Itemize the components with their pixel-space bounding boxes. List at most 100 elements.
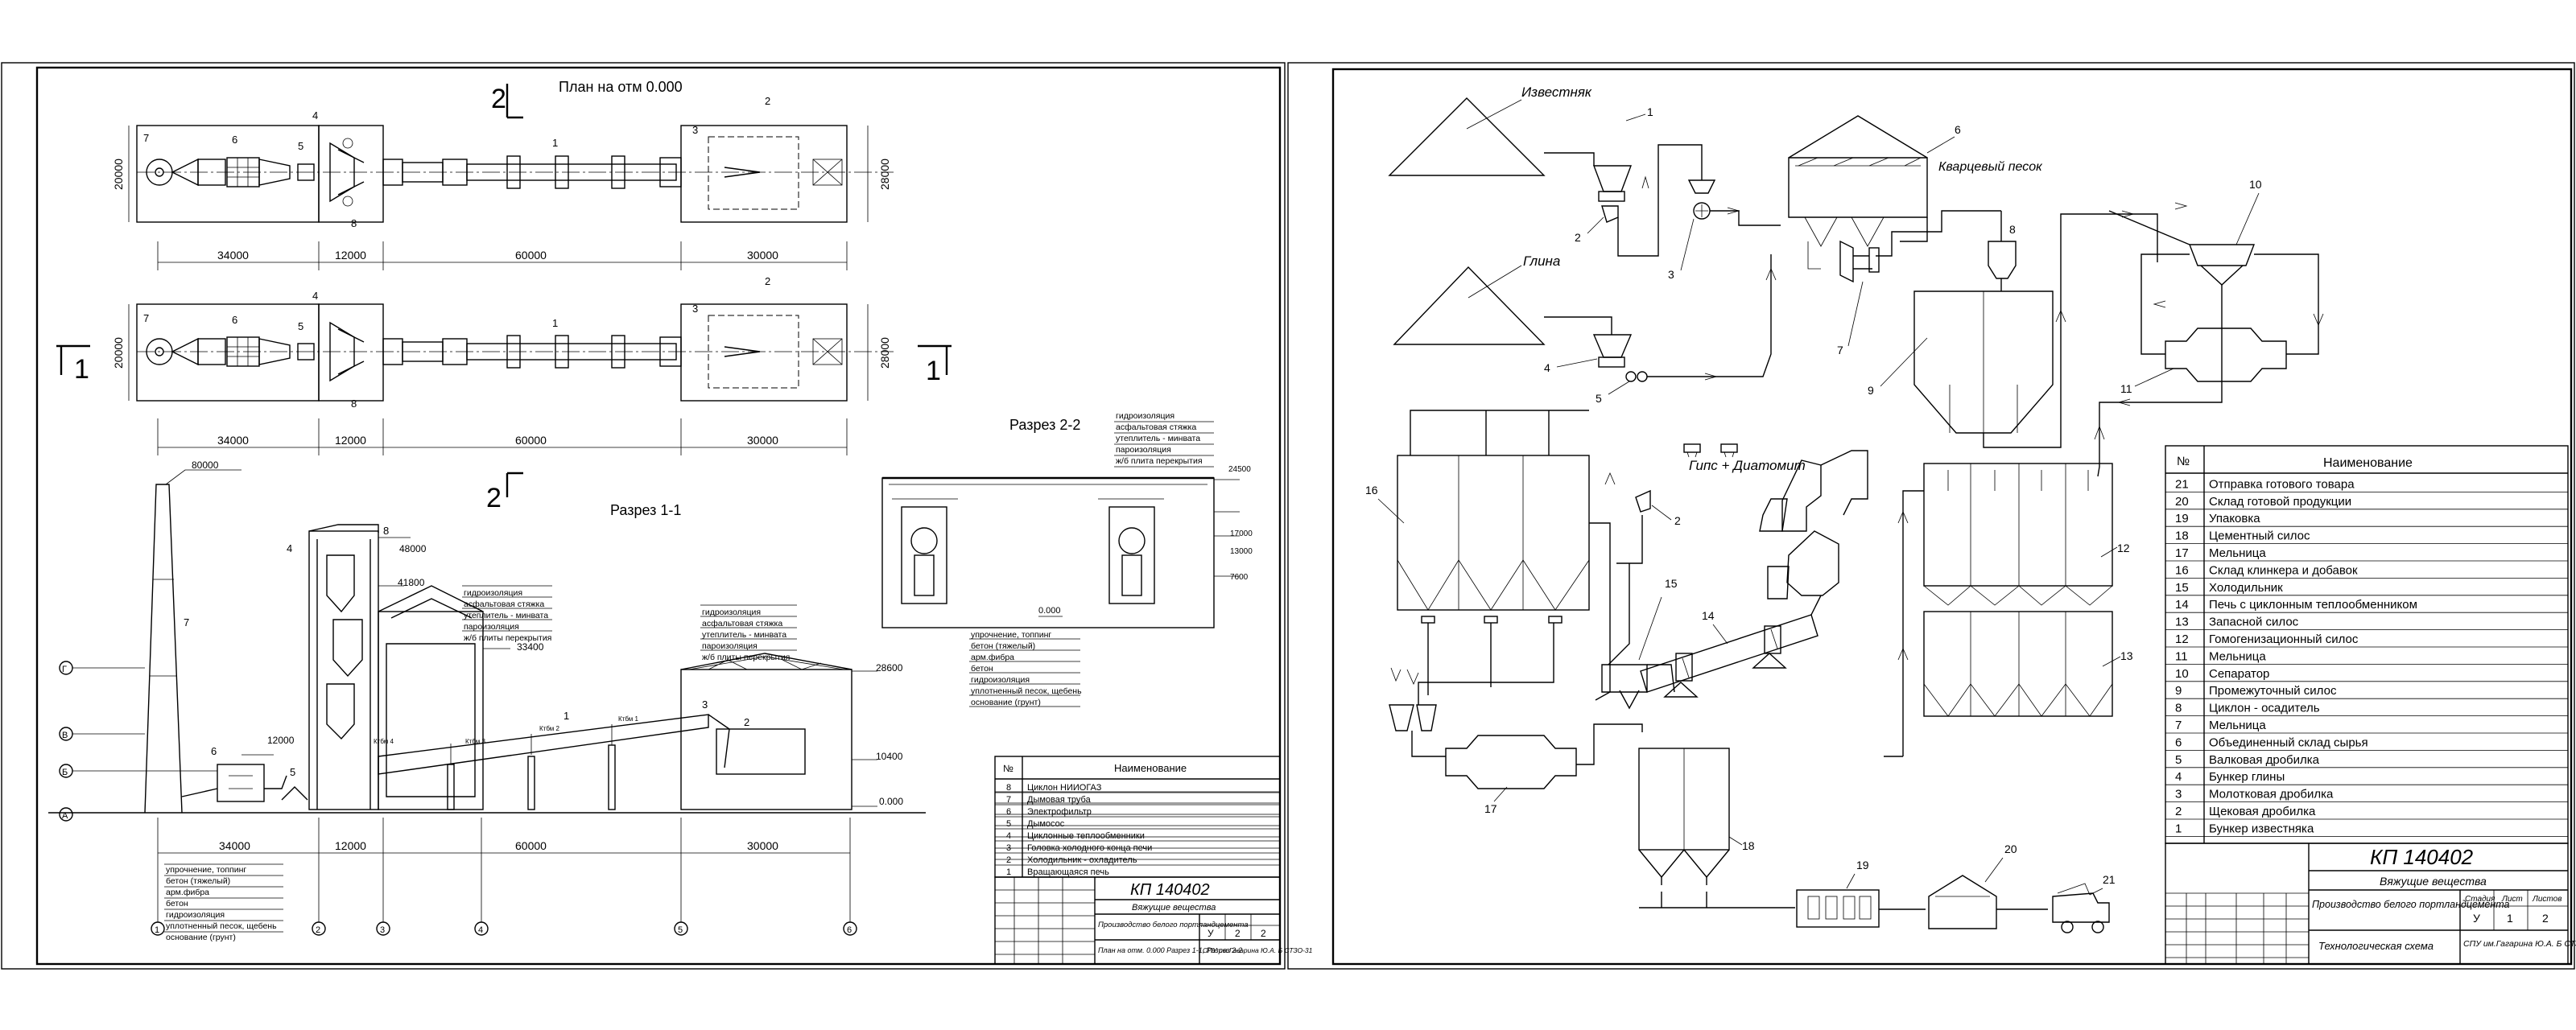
floor-a-2: бетон (тяжелый)	[166, 876, 230, 886]
kiln-tag-3: Ктбм 3	[465, 738, 485, 745]
section-1-1: Разрез 1-1 80000 7 6 5 48000 41800 4 8	[48, 459, 926, 942]
roof-b-5: ж/б плиты перекрытия	[702, 653, 790, 662]
legend-row-name: Дымовая труба	[1027, 795, 1092, 805]
floor-a-3: арм.фибра	[166, 888, 209, 897]
plan1-side-dim-left: 20000	[112, 159, 125, 190]
rs-label-3: 3	[1668, 268, 1674, 281]
legend-row-name: Упаковка	[2209, 512, 2260, 525]
plan2-dim-60000: 60000	[515, 434, 547, 447]
legend-row-name: Отправка готового товара	[2209, 477, 2355, 491]
plan1-label-3: 3	[692, 124, 698, 136]
rs-label-15: 15	[1665, 577, 1678, 590]
rs-label-21: 21	[2103, 873, 2116, 886]
legend-row-name: Электрофильтр	[1027, 807, 1092, 817]
floor-legend-a: упрочнение, топпинг бетон (тяжелый) арм.…	[164, 863, 283, 942]
plan2-dim-12000: 12000	[335, 434, 366, 447]
legend-row-name: Склад клинкера и добавок	[2209, 563, 2358, 577]
roof-a-5: ж/б плиты перекрытия	[464, 633, 551, 643]
plan2-label-8: 8	[351, 398, 357, 410]
roof-legend-b: гидроизоляция асфальтовая стяжка утеплит…	[700, 604, 797, 662]
raw-store-6	[1788, 115, 1928, 283]
floor-22-5: гидроизоляция	[971, 675, 1030, 685]
legend-row-name: Цементный силос	[2209, 529, 2310, 543]
right-stamp-sheets: 2	[2542, 912, 2549, 925]
elev22-17000: 17000	[1230, 529, 1253, 538]
section-mark-2-top: 2	[491, 84, 506, 114]
plan2-label-2: 2	[765, 275, 770, 287]
plan1-label-2: 2	[765, 95, 770, 107]
rs-label-19: 19	[1856, 859, 1869, 871]
legend-row-number: 3	[1006, 843, 1011, 853]
rs-label-6: 6	[1955, 123, 1961, 136]
legend-row-number: 4	[2175, 770, 2182, 784]
right-legend-num-header: №	[2177, 455, 2190, 468]
plan1-label-1: 1	[552, 137, 558, 149]
right-stamp-title2: Технологическая схема	[2318, 940, 2434, 952]
roof-b-1: гидроизоляция	[702, 608, 761, 617]
plan2-label-6: 6	[232, 314, 237, 326]
legend-row-number: 18	[2175, 529, 2189, 543]
axis-G: Г	[62, 665, 67, 674]
legend-row-name: Вращающаяся печь	[1027, 867, 1109, 877]
legend-row-name: Сепаратор	[2209, 667, 2269, 681]
right-stamp-stage: У	[2473, 912, 2480, 925]
plan2-label-3: 3	[692, 303, 698, 315]
legend-row-name: Дымосос	[1027, 819, 1065, 829]
axis-V: В	[62, 731, 68, 740]
sec-label-3: 3	[702, 698, 708, 711]
right-stamp-subject: Вяжущие вещества	[2380, 875, 2487, 888]
mat-clay: Глина	[1523, 253, 1560, 269]
plan-title: План на отм 0.000	[559, 79, 683, 95]
elev22-24500: 24500	[1228, 465, 1251, 474]
legend-row-name: Головка холодного конца печи	[1027, 843, 1152, 853]
kiln-tag-1: Ктбм 1	[618, 715, 638, 723]
plan2-label-7: 7	[143, 312, 149, 324]
rs-label-16: 16	[1365, 484, 1378, 496]
legend-row-number: 8	[1006, 783, 1011, 793]
sec-label-7: 7	[184, 616, 189, 628]
left-stamp-code: КП 140402	[1130, 881, 1210, 899]
legend-row-name: Циклон НИИОГАЗ	[1027, 783, 1102, 793]
axis-4: 4	[478, 925, 483, 935]
legend-row-name: Щековая дробилка	[2209, 805, 2316, 818]
rs-label-4: 4	[1544, 361, 1550, 374]
legend-row-number: 9	[2175, 684, 2182, 698]
legend-row-name: Мельница	[2209, 719, 2266, 732]
floor-a-5: гидроизоляция	[166, 910, 225, 920]
rs-label-2b: 2	[1674, 514, 1681, 527]
sec-label-6: 6	[211, 745, 217, 757]
legend-row-name: Гомогенизационный силос	[2209, 632, 2359, 646]
section-2-2-title: Разрез 2-2	[1009, 417, 1080, 433]
axis-1: 1	[155, 925, 159, 935]
floor-22-4: бетон	[971, 664, 993, 674]
floor-22-6: уплотненный песок, щебень	[971, 686, 1082, 696]
plan2-dim-30000: 30000	[747, 434, 778, 447]
floor-22-2: бетон (тяжелый)	[971, 641, 1035, 651]
legend-row-number: 6	[1006, 807, 1011, 817]
rs-label-2a: 2	[1575, 231, 1581, 244]
section-2-2: Разрез 2-2 гидроизоляция асфальтовая стя…	[881, 411, 1253, 707]
rs-label-12: 12	[2117, 542, 2130, 554]
axis-2: 2	[316, 925, 320, 935]
left-stamp: КП 140402 Вяжущие вещества Производство …	[994, 876, 1313, 965]
left-stamp-title2: План на отм. 0.000 Разрез 1-1, Разрез 2-…	[1098, 946, 1242, 954]
elev22-0000: 0.000	[1038, 606, 1061, 616]
roof-a-1: гидроизоляция	[464, 588, 522, 598]
roof-b-3: утеплитель - минвата	[702, 630, 786, 640]
right-sheet: Известняк Глина 1 2 3 4 5	[1287, 62, 2576, 970]
roof-a-4: пароизоляция	[464, 622, 519, 632]
floor-a-4: бетон	[166, 899, 188, 908]
axis-B: Б	[62, 768, 68, 777]
legend-row-number: 6	[2175, 735, 2182, 749]
elev-33400: 33400	[517, 641, 544, 653]
